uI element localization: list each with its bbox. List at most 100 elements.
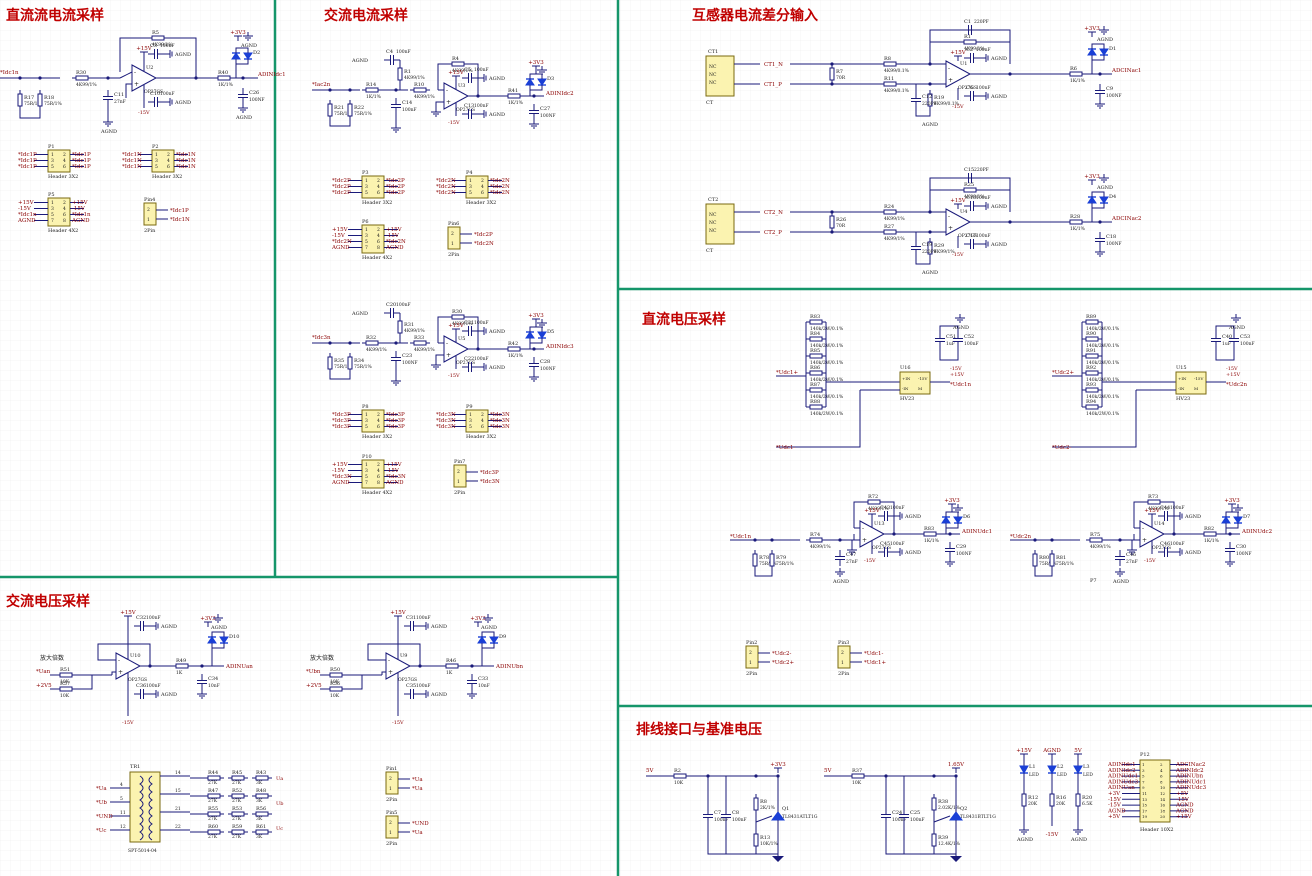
label: C28 <box>540 359 550 365</box>
label: AGND <box>990 204 1007 210</box>
pin-connector <box>385 815 399 839</box>
label: 27K <box>232 816 242 822</box>
label: R8 <box>884 56 891 62</box>
net-label: *Ub <box>96 800 107 806</box>
label: R31 <box>404 322 414 328</box>
net-label: AGND <box>1175 803 1194 809</box>
resistor <box>809 404 823 410</box>
label: 75R/1% <box>334 364 352 370</box>
resistor <box>347 103 353 117</box>
label: 140k/2W/0.1% <box>810 394 844 400</box>
label: OP27GS <box>1152 545 1171 551</box>
wire <box>435 354 444 361</box>
label: AGND <box>488 76 505 82</box>
label: R56 <box>330 681 340 687</box>
label: -15V <box>952 252 964 258</box>
label: AGND <box>430 692 447 698</box>
label: R30 <box>452 309 462 315</box>
label: C1 <box>964 19 971 25</box>
label: 13 <box>1142 797 1148 802</box>
wire <box>235 47 249 53</box>
label: R20 <box>1082 795 1092 801</box>
label: 7 <box>365 245 368 251</box>
net-label: *Idc3N <box>490 424 510 430</box>
wire <box>1131 539 1140 546</box>
label: R21 <box>334 105 344 111</box>
label: 100nF <box>964 341 979 347</box>
label: C21 <box>464 320 474 326</box>
label: 27K <box>208 834 218 840</box>
net-label: *Idc2P <box>386 184 405 190</box>
label: 4K99/1% <box>964 46 985 52</box>
label: C4 <box>386 49 393 55</box>
label: R38 <box>938 799 948 805</box>
label: 3 <box>469 418 472 424</box>
label: P4 <box>466 170 473 176</box>
wire <box>76 674 93 690</box>
resistor <box>931 797 937 811</box>
label: -15V <box>1226 366 1238 372</box>
label: 2 <box>749 650 752 656</box>
opamp <box>443 82 470 110</box>
label: 6 <box>167 164 170 170</box>
label: Pin1 <box>386 766 397 772</box>
label: 100nF <box>160 43 175 49</box>
label: NC <box>709 80 717 86</box>
resistor <box>1089 537 1103 543</box>
label: R74 <box>810 532 820 538</box>
label: 2 <box>841 650 844 656</box>
label: U3 <box>458 83 465 89</box>
label: 140k/2W/0.1% <box>810 343 844 349</box>
label: 11 <box>1142 791 1147 796</box>
wire <box>346 674 363 690</box>
net-label: *Idc3N <box>436 424 456 430</box>
label: NC <box>709 212 717 218</box>
label: R41 <box>508 88 518 94</box>
resistor <box>207 775 221 781</box>
label: 12.4K/1% <box>938 841 961 847</box>
label: AGND <box>921 122 938 128</box>
label: 75R/1% <box>354 364 372 370</box>
label: AGND <box>921 270 938 276</box>
label: 4 <box>377 468 380 474</box>
label: 75R/1% <box>1039 561 1057 567</box>
resistor <box>1203 531 1217 537</box>
label: 8 <box>377 245 380 251</box>
net-label: CT1_N <box>764 62 783 68</box>
label: 8 <box>1160 779 1163 784</box>
label: R59 <box>232 824 242 830</box>
label: 140k/2W/0.1% <box>810 326 844 332</box>
label: 5 <box>1142 774 1145 779</box>
label: Header 3X2 <box>362 434 392 440</box>
resistor <box>59 686 73 692</box>
label: M <box>1194 386 1198 391</box>
label: 4K99/1% <box>76 82 97 88</box>
label: 1K/1% <box>218 82 234 88</box>
label: 5 <box>365 424 368 430</box>
label: R84 <box>810 331 820 337</box>
net-label: *Idc1P <box>72 152 91 158</box>
label: L2 <box>1057 764 1064 770</box>
label: 4 <box>120 782 123 788</box>
label: 100nF <box>1170 505 1185 511</box>
label: C5 <box>464 67 471 73</box>
resistor <box>752 553 758 567</box>
junction <box>148 664 152 668</box>
label: AGND <box>100 129 117 135</box>
label: R1 <box>404 69 411 75</box>
label: 10K <box>60 679 70 685</box>
label: 1 <box>365 462 368 468</box>
net-label: ADINIdc2 <box>545 91 574 97</box>
junction <box>470 664 474 668</box>
label: 4 <box>1160 768 1163 773</box>
net-label: CT1_P <box>764 82 782 88</box>
label: 3 <box>365 184 368 190</box>
label: 1 <box>365 227 368 233</box>
junction <box>476 347 480 351</box>
label: R90 <box>1086 331 1096 337</box>
junction <box>928 82 932 86</box>
label: +15V <box>950 372 965 378</box>
label: 5 <box>365 239 368 245</box>
net-label: -15V <box>1046 832 1060 838</box>
